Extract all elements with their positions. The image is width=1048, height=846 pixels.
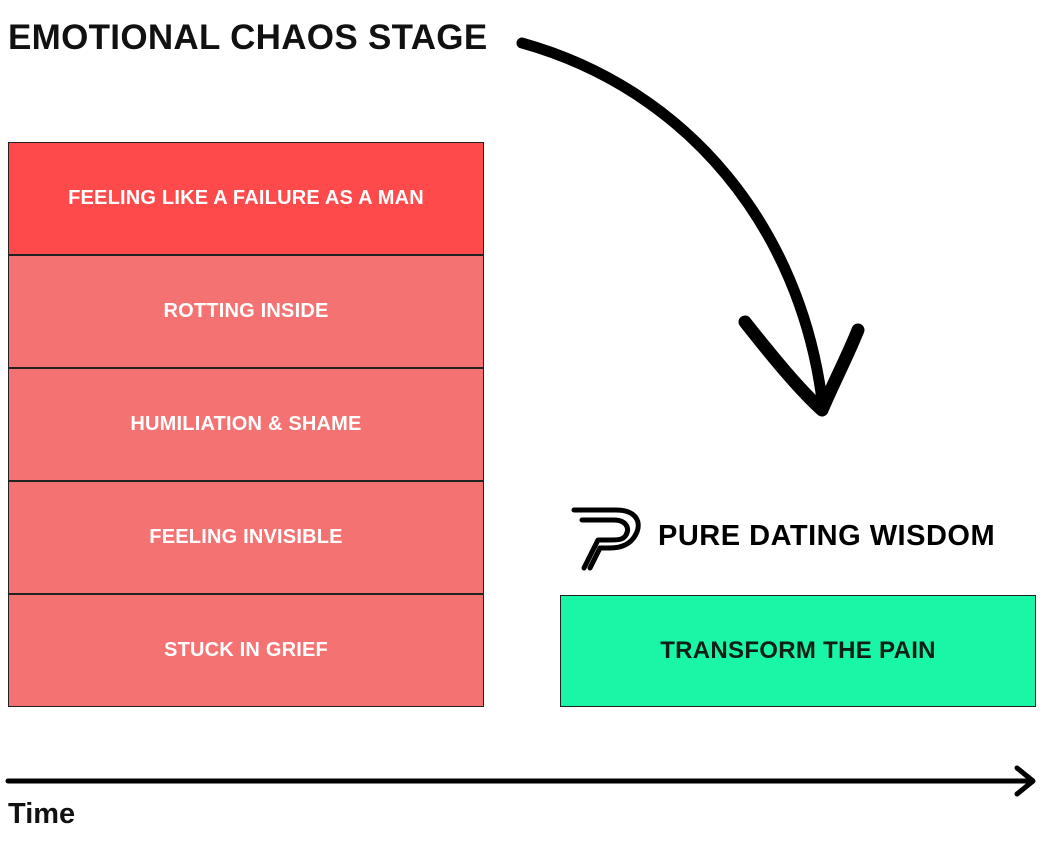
stage-box: HUMILIATION & SHAME [8, 368, 484, 481]
stage-box: FEELING INVISIBLE [8, 481, 484, 594]
time-axis-label: Time [8, 798, 76, 830]
stage-label: FEELING INVISIBLE [149, 526, 343, 548]
stage-box: FEELING LIKE A FAILURE AS A MAN [8, 142, 484, 255]
outcome-box: TRANSFORM THE PAIN [560, 595, 1036, 707]
diagram-title: EMOTIONAL CHAOS STAGE [8, 18, 488, 57]
pdw-p-logo-icon [571, 507, 641, 571]
time-axis-arrowhead [1014, 765, 1036, 797]
stage-label: STUCK IN GRIEF [164, 639, 328, 661]
stage-label: HUMILIATION & SHAME [130, 413, 362, 435]
stage-box: STUCK IN GRIEF [8, 594, 484, 707]
stage-box: ROTTING INSIDE [8, 255, 484, 368]
curved-arrow-head [738, 315, 865, 417]
emotional-stage-stack: FEELING LIKE A FAILURE AS A MAN ROTTING … [8, 142, 484, 707]
stage-label: ROTTING INSIDE [163, 300, 329, 322]
curved-arrow-shaft [516, 37, 828, 406]
brand-lockup: PURE DATING WISDOM [570, 500, 995, 572]
outcome-label: TRANSFORM THE PAIN [660, 637, 936, 664]
stage-label: FEELING LIKE A FAILURE AS A MAN [68, 187, 424, 209]
brand-name: PURE DATING WISDOM [658, 519, 996, 552]
